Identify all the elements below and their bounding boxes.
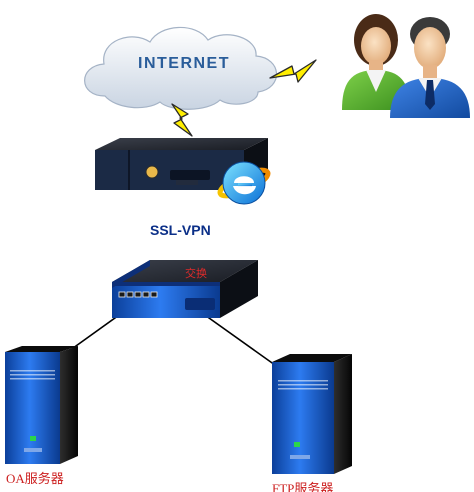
oa-server-label: OA服务器: [6, 471, 64, 486]
internet-cloud-icon: [84, 26, 278, 110]
link-switch-ftp-server: [194, 307, 283, 371]
network-switch: [112, 260, 258, 318]
internet-label: INTERNET: [138, 55, 230, 72]
ftp-server-label: FTP服务器: [272, 481, 334, 492]
lightning-bolt-icon: [171, 103, 193, 137]
user-group-icon: [342, 14, 470, 118]
lightning-bolt-icon: [269, 59, 317, 83]
ftp-server-tower: [272, 354, 352, 474]
ssl-vpn-label: SSL-VPN: [150, 222, 211, 238]
switch-ports: [118, 291, 158, 298]
switch-label: 交换: [185, 268, 207, 280]
browser-e-icon: [217, 161, 271, 205]
oa-server-tower: [5, 346, 78, 464]
